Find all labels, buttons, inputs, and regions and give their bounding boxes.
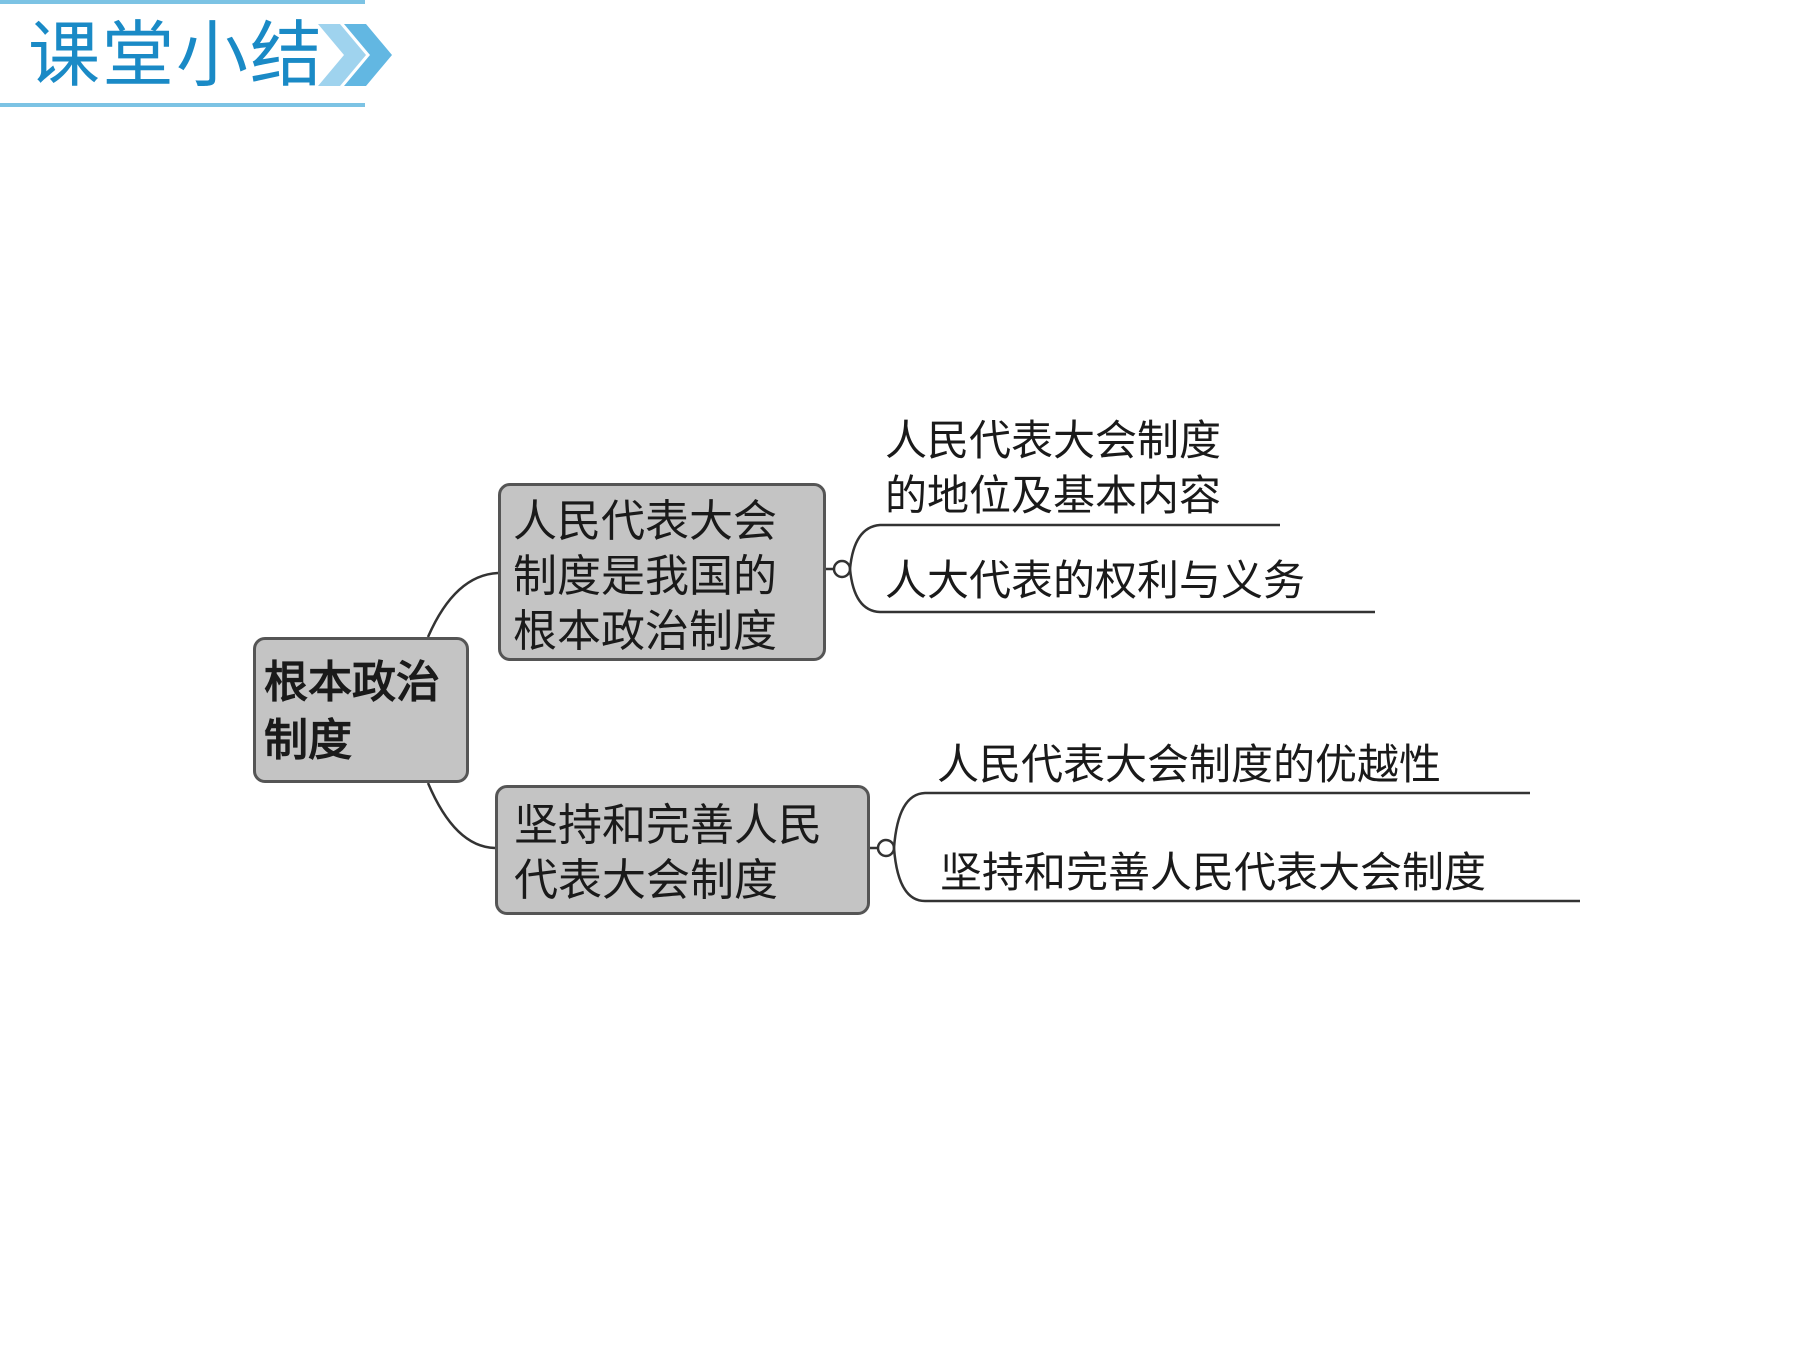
- connector-branch2-leaf4: [892, 847, 1580, 903]
- mind-map: 根本政治 制度 人民代表大会 制度是我国的 根本政治制度 坚持和完善人民 代表大…: [250, 415, 1590, 920]
- connector-node-1: [832, 559, 852, 579]
- connector-lines: [426, 523, 1580, 903]
- root-node-label: 根本政治 制度: [264, 657, 440, 766]
- connector-root-branch1: [426, 571, 499, 638]
- connector-node-2: [876, 838, 896, 858]
- root-node: 根本政治 制度: [253, 637, 469, 783]
- leaf-node-2: 人大代表的权利与义务: [885, 556, 1306, 605]
- connector-branch1-leaf2: [848, 568, 1375, 614]
- connector-root-branch2: [426, 782, 496, 850]
- connector-branch1-leaf1: [848, 523, 1280, 570]
- branch-node-2-label: 坚持和完善人民 代表大会制度: [514, 800, 822, 906]
- header-rule-top: [0, 0, 365, 4]
- branch-node-2: 坚持和完善人民 代表大会制度: [495, 785, 870, 915]
- double-chevron-right-icon: [318, 24, 392, 86]
- branch-node-1-label: 人民代表大会 制度是我国的 根本政治制度: [513, 496, 777, 657]
- branch-node-1: 人民代表大会 制度是我国的 根本政治制度: [498, 483, 826, 661]
- leaf-node-1: 人民代表大会制度 的地位及基本内容: [885, 416, 1222, 520]
- leaf-node-4: 坚持和完善人民代表大会制度: [940, 848, 1487, 897]
- page-title: 课堂小结: [28, 13, 325, 97]
- header-rule-bottom: [0, 103, 365, 107]
- leaf-node-3: 人民代表大会制度的优越性: [937, 740, 1442, 789]
- connector-branch2-leaf3: [892, 791, 1530, 849]
